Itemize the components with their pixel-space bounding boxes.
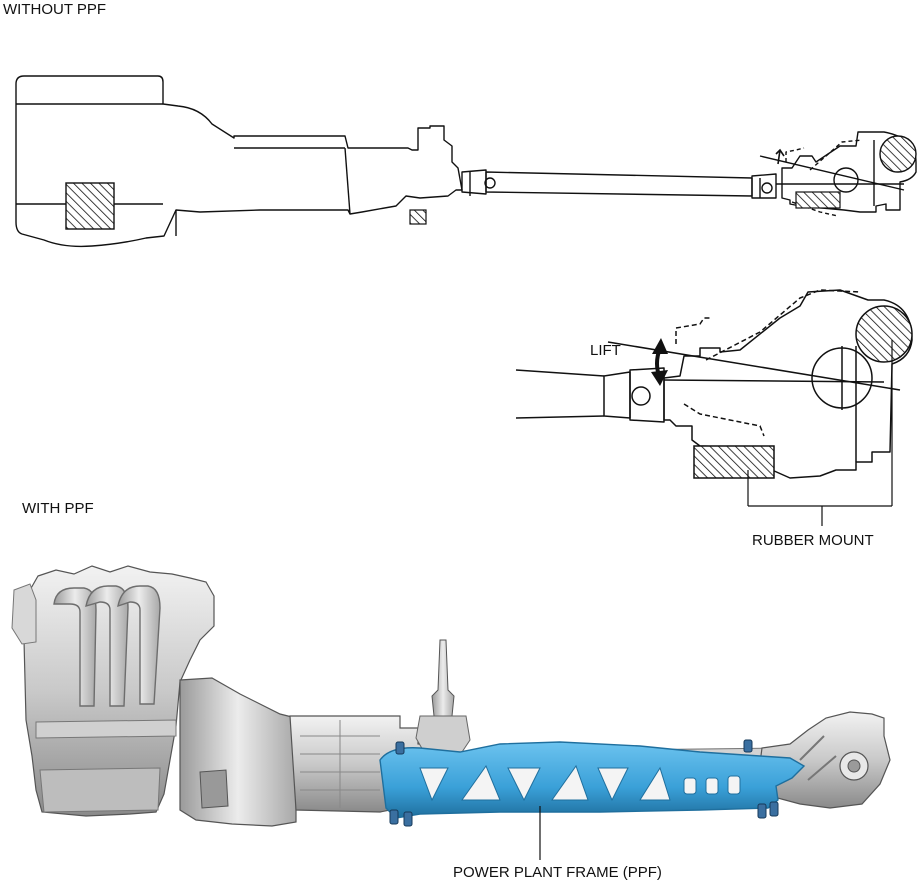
- engine-mount-hatch: [65, 182, 115, 230]
- zoom-mount-rect-hatch: [693, 445, 775, 479]
- diff-mount-hatch: [795, 191, 841, 209]
- title-with-ppf: WITH PPF: [22, 500, 94, 517]
- lift-small-arrow: [775, 148, 785, 165]
- render-bellhousing: [179, 677, 297, 827]
- label-rubber-mount: RUBBER MOUNT: [752, 532, 874, 549]
- engine-block: [15, 75, 463, 248]
- diff-mount-round-hatch: [879, 135, 917, 173]
- zoom-mount-round-hatch: [855, 305, 913, 363]
- zoom-diff-housing: [663, 289, 913, 479]
- propeller-shaft: [485, 171, 753, 197]
- render-shifter: [431, 639, 455, 717]
- label-lift: LIFT: [590, 342, 621, 359]
- rubber-mount-leader: [747, 340, 893, 526]
- ppf-powertrain: [11, 565, 891, 860]
- zoom-differential: [515, 289, 913, 479]
- transmission-mount-hatch: [409, 209, 427, 225]
- title-without-ppf: WITHOUT PPF: [3, 1, 107, 18]
- differential-housing: [781, 131, 917, 213]
- driveline-outline: [15, 75, 917, 248]
- label-power-plant-frame: POWER PLANT FRAME (PPF): [453, 864, 662, 881]
- zoom-yoke: [629, 367, 665, 423]
- render-differential: [757, 711, 891, 809]
